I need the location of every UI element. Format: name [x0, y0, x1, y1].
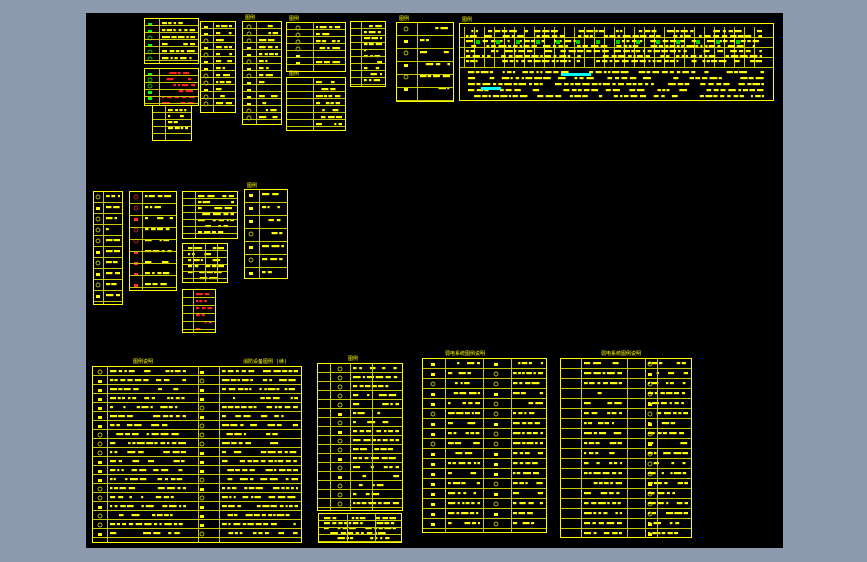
legend-table-mid-bottom [318, 513, 402, 543]
table-caption: 图例 [245, 15, 256, 21]
table-title: 弱电系统图例说明 [601, 351, 642, 357]
legend-table-15 [182, 289, 216, 333]
legend-table-14 [182, 243, 228, 283]
table-caption: 图例 [289, 71, 300, 77]
legend-table-big-left: 图例说明 消防设备图例 (续) [92, 360, 302, 543]
table-title: 消防设备图例 (续) [243, 359, 288, 365]
table-caption: 图例 [247, 183, 258, 189]
legend-table-8 [350, 21, 386, 87]
legend-table-7: 图例 [286, 71, 346, 131]
legend-table-1 [144, 18, 199, 64]
legend-table-9: 图例 [396, 16, 454, 102]
legend-table-5: 图例 [242, 15, 282, 125]
table-title: 弱电系统图例说明 [445, 351, 486, 357]
cad-drawing-canvas[interactable]: 图例 图例 图例 图例 图例 图例 图例说明 消防设备图例 (续) 图例 弱电系… [86, 13, 783, 548]
legend-table-12 [129, 191, 177, 291]
table-caption: 图例 [462, 17, 473, 23]
table-caption: 图例 [399, 16, 410, 22]
legend-table-2 [144, 68, 199, 106]
legend-table-3 [152, 105, 192, 141]
legend-table-6: 图例 [286, 16, 346, 72]
table-caption: 图例 [289, 16, 300, 22]
legend-table-16: 图例 [244, 183, 288, 279]
legend-table-right-2: 弱电系统图例说明 [560, 352, 692, 538]
legend-table-10: 图例 [459, 17, 774, 101]
legend-table-11 [93, 191, 123, 305]
table-title: 图例说明 [133, 359, 154, 365]
legend-table-13 [182, 191, 238, 239]
legend-table-4 [200, 21, 236, 113]
table-title: 图例 [348, 356, 359, 362]
legend-table-mid: 图例 [317, 357, 403, 511]
legend-table-right-1: 弱电系统图例说明 [422, 352, 547, 533]
